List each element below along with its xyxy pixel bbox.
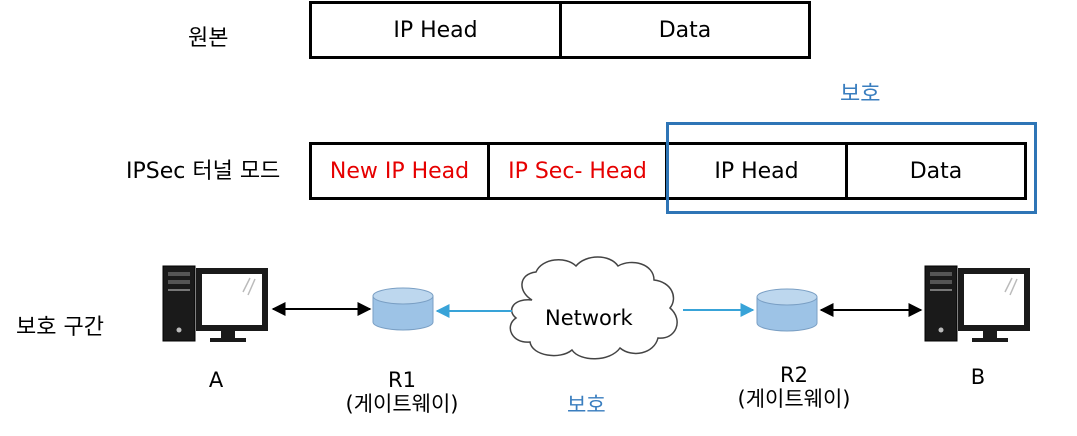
protect-label-top: 보호 <box>840 82 881 107</box>
router-r2-role: (게이트웨이) <box>737 387 851 412</box>
protect-section-label: 보호 구간 <box>16 315 104 340</box>
network-protect-label: 보호 <box>567 393 606 417</box>
computer-b-icon <box>924 265 1030 342</box>
network-cloud-label: Network <box>545 306 633 330</box>
router-r2-icon <box>756 288 818 332</box>
router-r1-role: (게이트웨이) <box>345 392 459 417</box>
original-row-label: 원본 <box>188 26 229 51</box>
tunnel-row-label: IPSec 터널 모드 <box>126 159 281 184</box>
new-ip-head-cell: New IP Head <box>309 142 490 200</box>
computer-a-icon <box>162 265 268 342</box>
tunnel-data-cell: Data <box>845 142 1027 200</box>
router-r1-label: R1 (게이트웨이) <box>332 368 472 416</box>
computer-b-label: B <box>970 365 986 389</box>
computer-a-label: A <box>208 368 224 392</box>
router-r2-label: R2 (게이트웨이) <box>724 363 864 411</box>
original-data-cell: Data <box>559 1 811 59</box>
router-r1-name: R1 <box>388 368 416 392</box>
protected-region-box <box>666 122 1037 214</box>
router-r1-icon <box>372 287 434 331</box>
router-r2-name: R2 <box>780 363 808 387</box>
network-cloud-icon <box>509 256 678 360</box>
